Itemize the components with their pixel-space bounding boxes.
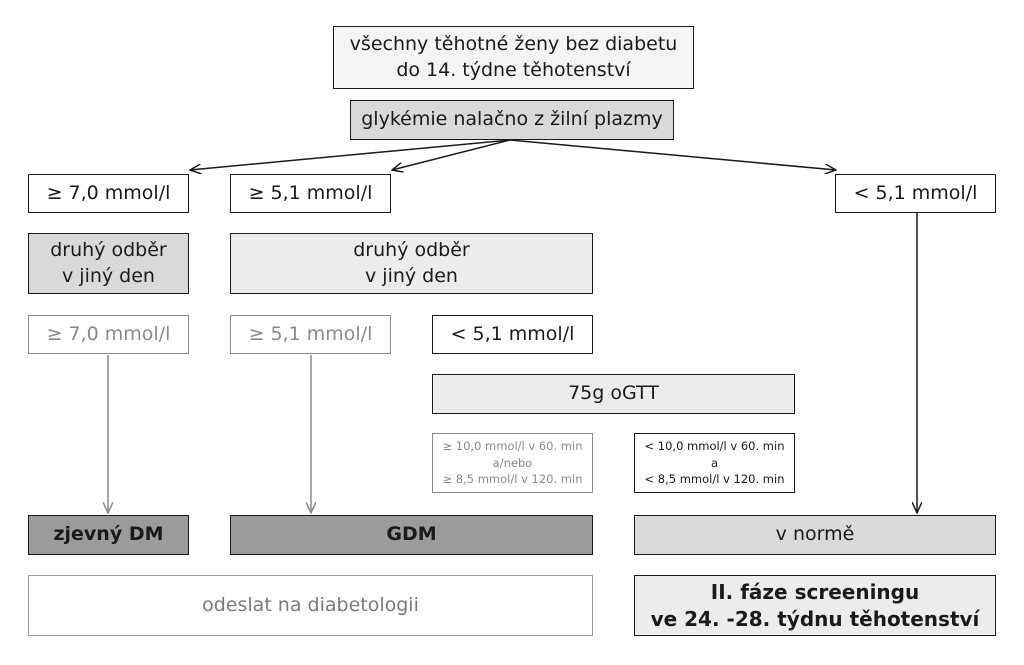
- first-result-elevated: ≥ 5,1 mmol/l: [230, 174, 391, 213]
- first-result-high: ≥ 7,0 mmol/l: [28, 174, 189, 213]
- fasting-glucose-label: glykémie nalačno z žilní plazmy: [361, 108, 663, 131]
- outcome-overt-dm-label: zjevný DM: [53, 523, 164, 546]
- outcome-normal-label: v normě: [775, 523, 855, 546]
- second-result-normal-label: < 5,1 mmol/l: [450, 322, 575, 345]
- referral-box: odeslat na diabetologii: [28, 575, 593, 636]
- ogtt-path-line-2: a/nebo: [492, 455, 533, 470]
- ogtt-norm-line-3: < 8,5 mmol/l v 120. min: [644, 472, 785, 487]
- start-box-all-pregnant-women: všechny těhotné ženy bez diabetu do 14. …: [333, 26, 694, 89]
- first-result-normal-label: < 5,1 mmol/l: [853, 181, 978, 204]
- ogtt-label: 75g oGTT: [568, 382, 659, 405]
- ogtt-box: 75g oGTT: [432, 374, 795, 414]
- repeat-mid-line-1: druhý odběr: [353, 238, 470, 261]
- first-result-high-label: ≥ 7,0 mmol/l: [46, 181, 171, 204]
- second-result-elevated: ≥ 5,1 mmol/l: [230, 315, 391, 354]
- ogtt-path-line-3: ≥ 8,5 mmol/l v 120. min: [442, 472, 583, 487]
- arrow-to-high: [190, 139, 511, 170]
- first-result-elevated-label: ≥ 5,1 mmol/l: [248, 181, 373, 204]
- repeat-left-line-2: v jiný den: [62, 264, 155, 287]
- ogtt-norm-line-2: a: [710, 455, 719, 470]
- ogtt-pathologic-criteria: ≥ 10,0 mmol/l v 60. min a/nebo ≥ 8,5 mmo…: [432, 433, 593, 493]
- second-phase-line-2: ve 24. -28. týdnu těhotenství: [650, 606, 980, 631]
- repeat-mid-line-2: v jiný den: [365, 264, 458, 287]
- second-result-normal: < 5,1 mmol/l: [432, 315, 593, 354]
- second-result-high-label: ≥ 7,0 mmol/l: [46, 322, 171, 345]
- referral-label: odeslat na diabetologii: [202, 593, 419, 616]
- ogtt-norm-line-1: < 10,0 mmol/l v 60. min: [644, 438, 785, 453]
- outcome-overt-dm: zjevný DM: [28, 515, 189, 555]
- first-result-normal: < 5,1 mmol/l: [835, 174, 996, 213]
- arrow-to-elevated: [392, 139, 511, 170]
- start-line-2: do 14. týdne těhotenství: [396, 58, 631, 81]
- outcome-gdm: GDM: [230, 515, 593, 555]
- second-phase-screening-box: II. fáze screeningu ve 24. -28. týdnu tě…: [634, 575, 996, 636]
- fasting-glucose-test-box: glykémie nalačno z žilní plazmy: [350, 100, 674, 140]
- start-line-1: všechny těhotné ženy bez diabetu: [349, 32, 678, 55]
- arrow-to-normal: [509, 139, 836, 170]
- second-phase-line-1: II. fáze screeningu: [710, 579, 920, 604]
- repeat-left-line-1: druhý odběr: [50, 238, 167, 261]
- ogtt-normal-criteria: < 10,0 mmol/l v 60. min a < 8,5 mmol/l v…: [634, 433, 795, 493]
- repeat-test-left: druhý odběr v jiný den: [28, 233, 189, 294]
- ogtt-path-line-1: ≥ 10,0 mmol/l v 60. min: [442, 438, 583, 453]
- second-result-high: ≥ 7,0 mmol/l: [28, 315, 189, 354]
- outcome-normal: v normě: [634, 515, 996, 555]
- repeat-test-mid: druhý odběr v jiný den: [230, 233, 593, 294]
- outcome-gdm-label: GDM: [386, 523, 437, 546]
- second-result-elevated-label: ≥ 5,1 mmol/l: [248, 322, 373, 345]
